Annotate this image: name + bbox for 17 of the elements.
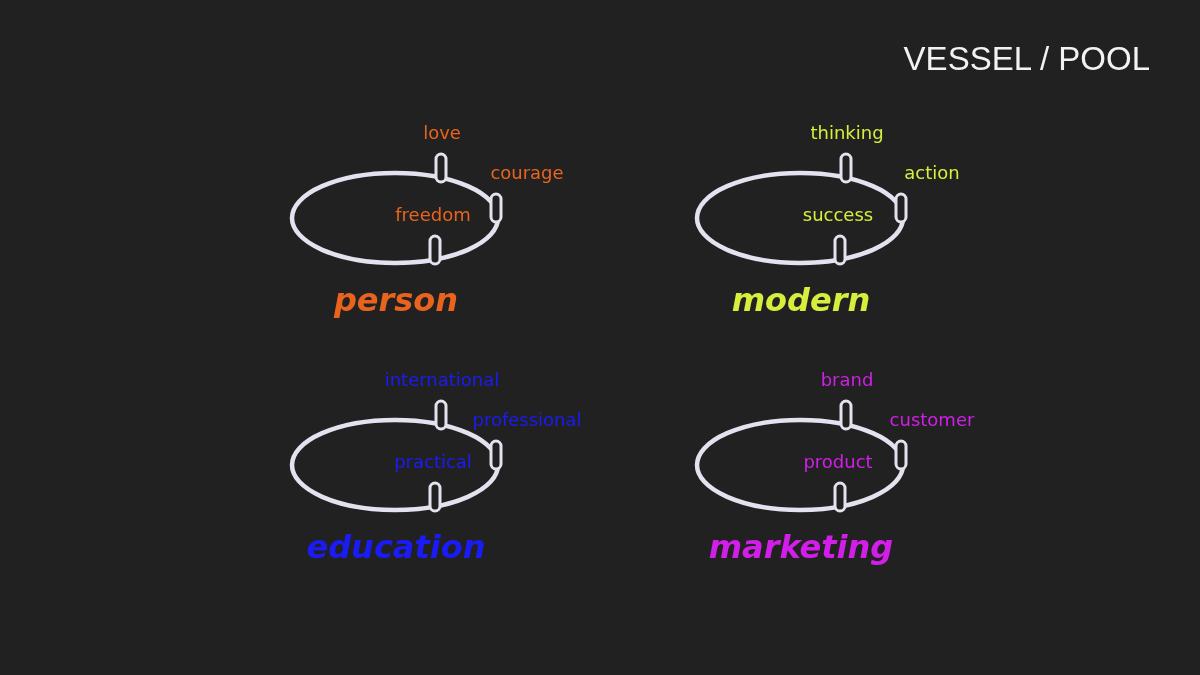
word-label: customer <box>889 408 975 430</box>
word-label: thinking <box>810 121 884 143</box>
word-label: professional <box>472 408 582 430</box>
word-label: brand <box>820 368 874 390</box>
category-heading: person <box>333 281 459 319</box>
word-label: action <box>904 161 960 183</box>
word-label: international <box>384 368 500 390</box>
word-label: love <box>423 121 461 143</box>
category-heading: modern <box>731 281 871 319</box>
word-label: courage <box>490 161 564 183</box>
category-heading: education <box>306 528 486 566</box>
word-label: freedom <box>395 203 471 225</box>
category-heading: marketing <box>708 528 894 566</box>
word-label: product <box>803 450 873 472</box>
word-label: success <box>802 203 874 225</box>
word-label: practical <box>394 450 472 472</box>
page-title: VESSEL / POOL <box>903 40 1150 78</box>
